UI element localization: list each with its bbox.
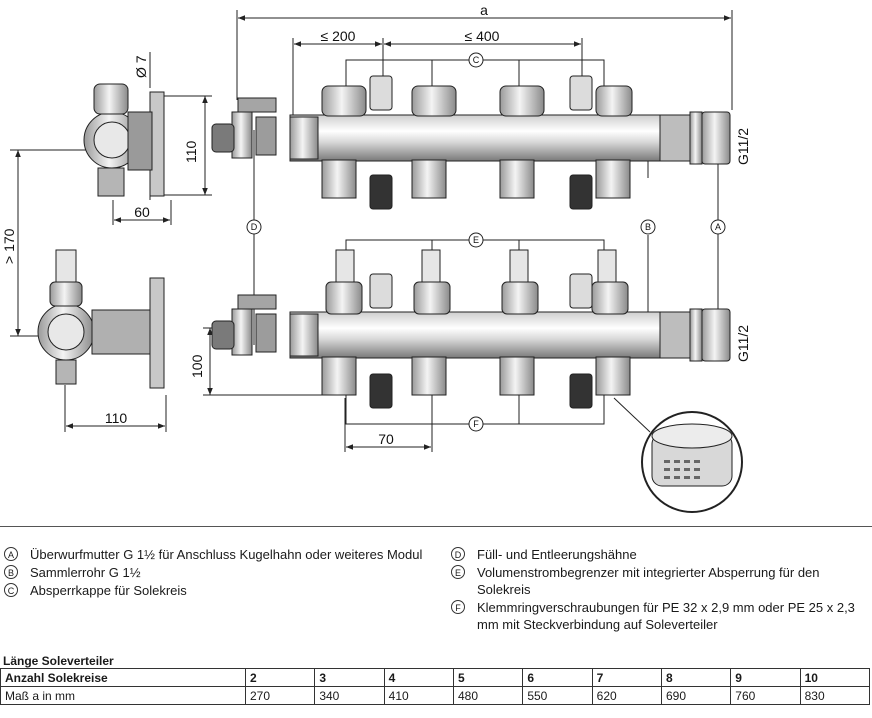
legend-left: A Überwurfmutter G 1½ für Anschluss Kuge… — [0, 546, 430, 600]
legend-text-f: Klemmringverschraubungen für PE 32 x 2,9… — [477, 600, 855, 632]
row-label-circuits: Anzahl Solekreise — [0, 668, 246, 687]
table-row-circuits: Anzahl Solekreise 2 3 4 5 6 7 8 9 10 — [0, 668, 871, 687]
legend-right: D Füll- und Entleerungshähne E Volumenst… — [447, 546, 867, 634]
svg-text:B: B — [645, 222, 651, 232]
table-cell: 620 — [591, 686, 662, 705]
legend-text-b: Sammlerrohr G 1½ — [30, 565, 141, 580]
row-label-dimension: Maß a in mm — [0, 686, 246, 705]
table-cell: 9 — [730, 668, 801, 687]
legend-item-a: A Überwurfmutter G 1½ für Anschluss Kuge… — [0, 546, 430, 563]
dimension-110-top-label: 110 — [183, 140, 199, 163]
dimension-7-label: Ø 7 — [133, 55, 149, 78]
dimension-170-label: > 170 — [1, 228, 17, 264]
table-cell: 3 — [314, 668, 385, 687]
table-cell: 270 — [244, 686, 316, 705]
table-cell: 8 — [660, 668, 732, 687]
dimension-200-label: ≤ 200 — [321, 28, 356, 44]
length-table: Anzahl Solekreise 2 3 4 5 6 7 8 9 10 Maß… — [0, 668, 871, 705]
svg-text:E: E — [473, 235, 479, 245]
table-cell: 340 — [314, 686, 385, 705]
legend-mark-a: A — [4, 547, 18, 561]
table-cell: 690 — [660, 686, 732, 705]
table-title: Länge Soleverteiler — [3, 654, 114, 668]
table-cell: 4 — [383, 668, 454, 687]
svg-text:F: F — [473, 419, 479, 429]
divider — [0, 526, 872, 527]
table-cell: 830 — [799, 686, 871, 705]
callout-a: A — [710, 219, 726, 235]
legend-mark-f: F — [451, 600, 465, 614]
svg-text:C: C — [473, 55, 480, 65]
table-row-dimension: Maß a in mm 270 340 410 480 550 620 690 … — [0, 686, 871, 705]
callout-f: F — [468, 416, 484, 432]
legend-mark-b: B — [4, 565, 18, 579]
table-cell: 2 — [244, 668, 316, 687]
thread-bottom-label: G11/2 — [735, 325, 751, 362]
dimension-60-label: 60 — [134, 204, 150, 220]
callout-e: E — [468, 232, 484, 248]
legend-text-a: Überwurfmutter G 1½ für Anschluss Kugelh… — [30, 547, 423, 562]
dimension-70-label: 70 — [378, 431, 394, 447]
table-cell: 10 — [799, 668, 871, 687]
svg-text:A: A — [715, 222, 721, 232]
callout-c: C — [468, 52, 484, 68]
legend-mark-d: D — [451, 547, 465, 561]
legend-mark-c: C — [4, 583, 18, 597]
legend-item-c: C Absperrkappe für Solekreis — [0, 582, 430, 599]
table-cell: 5 — [452, 668, 524, 687]
svg-text:D: D — [251, 222, 258, 232]
thread-top-label: G11/2 — [735, 128, 751, 165]
legend-item-b: B Sammlerrohr G 1½ — [0, 564, 430, 581]
manifold-technical-drawing: a ≤ 200 ≤ 400 Ø 7 110 60 > 170 100 110 7… — [1, 2, 751, 513]
legend-mark-e: E — [451, 565, 465, 579]
dimension-100-label: 100 — [189, 354, 205, 378]
legend-text-c: Absperrkappe für Solekreis — [30, 583, 187, 598]
table-cell: 480 — [452, 686, 524, 705]
table-cell: 410 — [383, 686, 454, 705]
legend-text-d: Füll- und Entleerungshähne — [477, 547, 637, 562]
callout-b: B — [640, 219, 656, 235]
table-cell: 7 — [591, 668, 662, 687]
table-cell: 6 — [522, 668, 593, 687]
legend-item-f: F Klemmringverschraubungen für PE 32 x 2… — [447, 599, 867, 633]
table-cell: 760 — [730, 686, 801, 705]
legend-text-e: Volumenstrombegrenzer mit integrierter A… — [477, 565, 820, 597]
legend-item-d: D Füll- und Entleerungshähne — [447, 546, 867, 563]
dimension-400-label: ≤ 400 — [465, 28, 500, 44]
dimension-110-bottom-label: 110 — [105, 410, 128, 426]
dimension-a-label: a — [480, 2, 488, 18]
table-cell: 550 — [522, 686, 593, 705]
callout-d: D — [246, 219, 262, 235]
legend-item-e: E Volumenstrombegrenzer mit integrierter… — [447, 564, 867, 598]
